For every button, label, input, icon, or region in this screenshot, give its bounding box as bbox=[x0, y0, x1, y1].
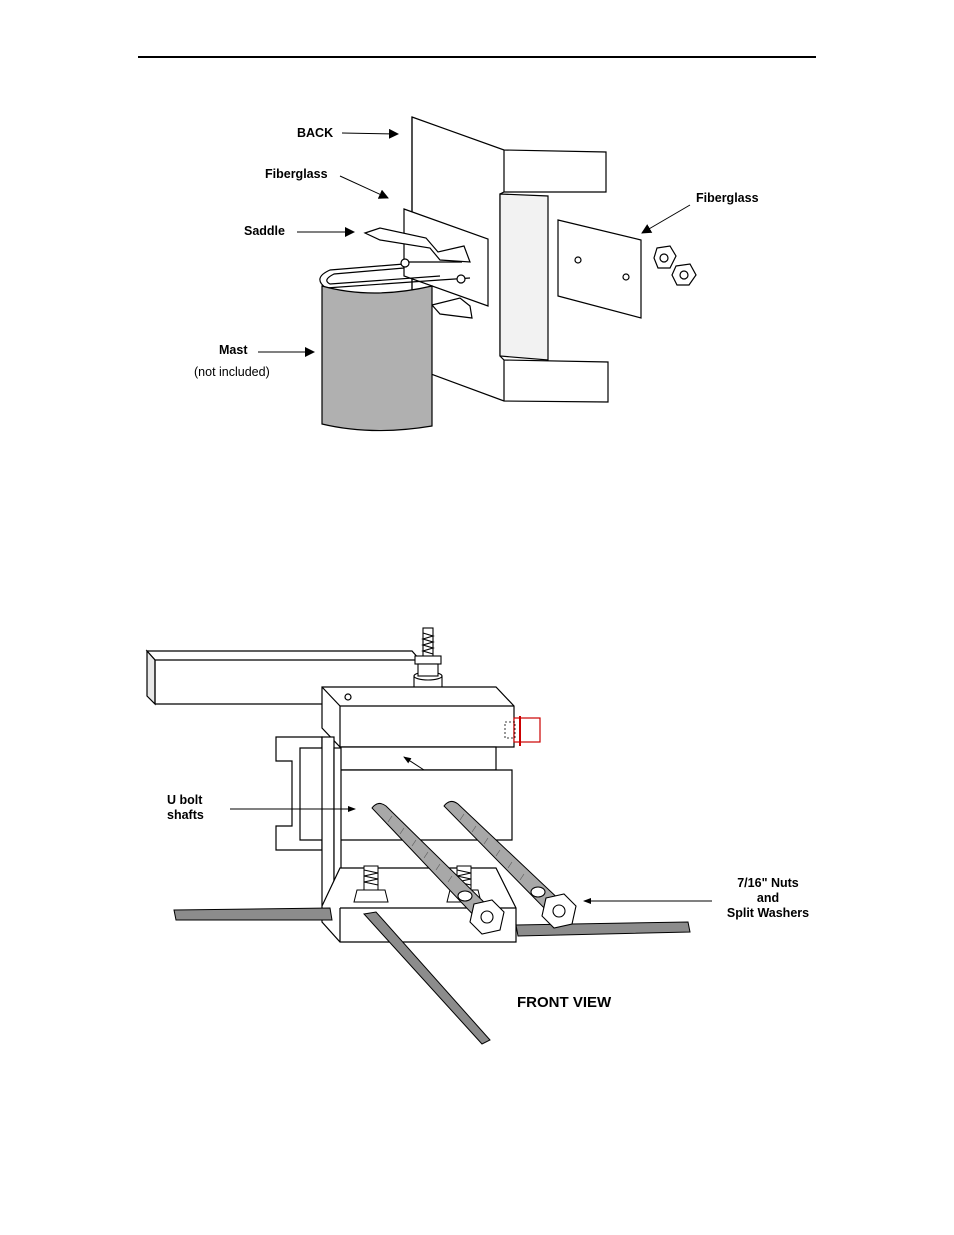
header-rule bbox=[138, 56, 816, 58]
label-u-bolt-shafts: U bolt shafts bbox=[167, 793, 204, 823]
bottom-label-arrows bbox=[230, 806, 712, 904]
label-nuts-line3: Split Washers bbox=[726, 906, 810, 920]
label-mast: Mast bbox=[219, 343, 248, 357]
label-u-bolt-line2: shafts bbox=[167, 808, 204, 822]
label-nuts-washers: 7/16" Nuts and Split Washers bbox=[720, 876, 816, 921]
top-label-arrows bbox=[258, 128, 691, 357]
label-nuts-line1: 7/16" Nuts bbox=[737, 876, 799, 890]
nuts-and-washers bbox=[457, 886, 577, 935]
side-channel-bracket bbox=[275, 736, 342, 906]
label-back: BACK bbox=[297, 126, 334, 140]
label-fiberglass-right: Fiberglass bbox=[696, 191, 759, 205]
fiberglass-plate-right bbox=[557, 219, 642, 319]
nuts-right bbox=[653, 245, 697, 286]
label-nuts-line2: and bbox=[756, 891, 780, 905]
back-bracket bbox=[411, 116, 609, 403]
label-front-view: FRONT VIEW bbox=[517, 994, 612, 1011]
label-u-bolt-line1: U bolt bbox=[167, 793, 203, 807]
saddle bbox=[363, 227, 473, 319]
horizontal-rods bbox=[173, 907, 691, 1045]
top-assembly-diagram bbox=[258, 116, 697, 432]
label-mast-note: (not included) bbox=[194, 365, 270, 379]
label-saddle: Saddle bbox=[244, 224, 285, 238]
main-block bbox=[321, 686, 515, 841]
block-pointer-arrow bbox=[403, 756, 425, 771]
mast bbox=[321, 285, 433, 432]
front-view-diagram bbox=[145, 627, 712, 1045]
label-fiberglass-left: Fiberglass bbox=[265, 167, 328, 181]
red-clip bbox=[504, 716, 541, 746]
